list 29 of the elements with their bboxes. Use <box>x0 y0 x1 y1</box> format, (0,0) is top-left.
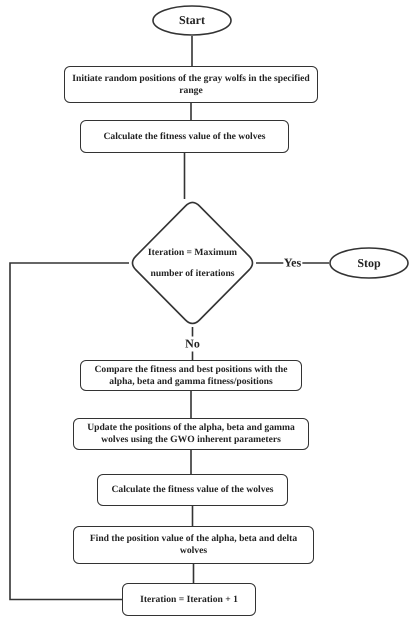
connector-line <box>190 391 192 418</box>
connector-line <box>184 153 186 199</box>
node-text: Initiate random positions of the gray wolfs in the specified range <box>71 72 311 96</box>
terminal-ellipse <box>329 247 409 279</box>
connector-line <box>192 564 194 583</box>
process-box <box>73 526 314 564</box>
connector-line <box>190 450 192 474</box>
process-box <box>80 360 302 391</box>
connector-line <box>190 103 192 120</box>
node-text: Update the positions of the alpha, beta and gamma wolves using the GWO inherent parameters <box>86 422 296 446</box>
edge-label: No <box>184 336 201 351</box>
process-box <box>80 120 289 153</box>
process-box <box>73 418 309 450</box>
process-box <box>64 66 318 103</box>
node-text: Compare the fitness and best positions with the alpha, beta and gamma fitness/positions <box>93 364 289 388</box>
connector-line <box>191 36 193 66</box>
node-text: Start <box>179 13 205 28</box>
connector-line <box>192 506 194 526</box>
process-box <box>122 583 256 616</box>
node-text: Iteration = Iteration + 1 <box>140 594 238 606</box>
decision-diamond <box>129 199 256 327</box>
node-text: Iteration = Maximum number of iterations <box>146 246 238 281</box>
process-box <box>97 474 288 506</box>
node-text: Stop <box>357 256 381 270</box>
node-text: Calculate the fitness value of the wolves <box>111 484 274 496</box>
node-text: Find the position value of the alpha, beta and delta wolves <box>88 533 298 557</box>
node-text: Calculate the fitness value of the wolves <box>103 130 266 142</box>
connector-line <box>9 262 129 600</box>
terminal-ellipse <box>152 5 232 36</box>
